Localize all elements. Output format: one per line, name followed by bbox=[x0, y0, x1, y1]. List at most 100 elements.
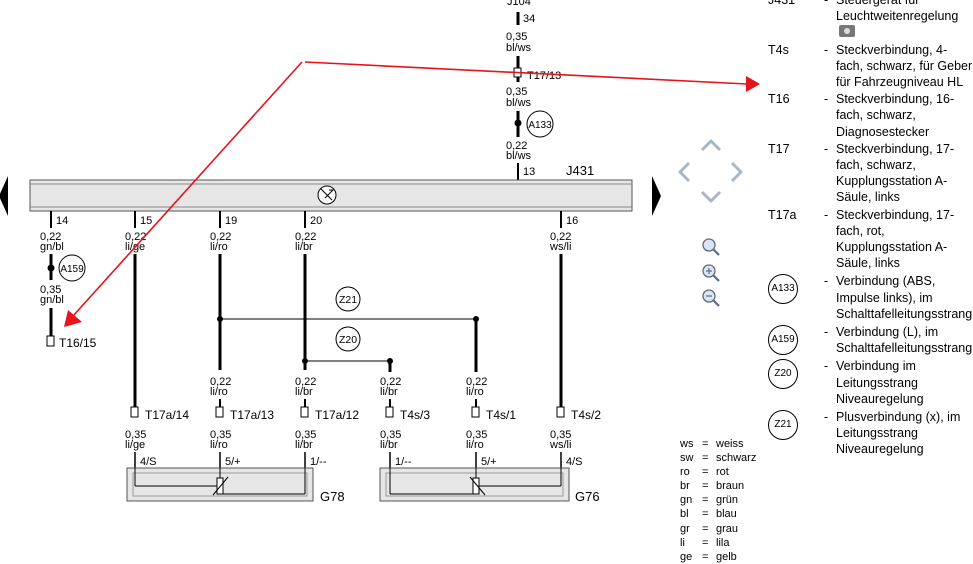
connector-label: T4s/1 bbox=[486, 408, 516, 422]
sensor-g76: G76 bbox=[379, 467, 600, 504]
pin-label: 20 bbox=[310, 215, 322, 227]
arrowhead-down-left-icon bbox=[64, 310, 82, 327]
wire-color: li/ro bbox=[210, 241, 228, 253]
page-prev-icon[interactable] bbox=[0, 176, 8, 216]
wire-size: 0,35 bbox=[506, 86, 527, 98]
wire-size: 0,35 bbox=[550, 429, 571, 441]
legend-item: T17a-Steckverbindung, 17-fach, rot, Kupp… bbox=[768, 207, 973, 272]
wire-color: li/ge bbox=[125, 439, 145, 451]
wire-color: li/ro bbox=[466, 439, 484, 451]
pan-left-icon[interactable] bbox=[678, 161, 691, 183]
top-wire: J104 34 0,35 bl/ws T17/13 0,35 bl/ws A13… bbox=[506, 0, 594, 180]
wire-color: li/ro bbox=[466, 386, 484, 398]
color-key-row: gr=grau bbox=[680, 522, 739, 535]
component-label-g78: G78 bbox=[320, 489, 345, 504]
wire-column-t4s-1: 0,22 li/ro T4s/1 0,35 li/ro 5/+ bbox=[466, 319, 516, 468]
wire-size: 0,35 bbox=[380, 429, 401, 441]
wire-column-t4s-3: 0,22 li/br T4s/3 0,35 li/br 1/-- bbox=[380, 358, 430, 468]
color-name: schwarz bbox=[716, 452, 757, 465]
color-key-row: bl=blau bbox=[680, 508, 737, 521]
zoom-in-icon[interactable] bbox=[702, 264, 720, 282]
wire-color: li/br bbox=[295, 439, 313, 451]
wire-size: 0,35 bbox=[506, 31, 527, 43]
legend-item: J431-Steuergerät für Leuchtweitenregelun… bbox=[768, 0, 973, 41]
wire-color: bl/ws bbox=[506, 150, 532, 162]
camera-icon[interactable] bbox=[839, 25, 855, 38]
legend-key-circle: Z20 bbox=[768, 358, 824, 407]
wire-color: li/br bbox=[380, 439, 398, 451]
transistor-icon bbox=[320, 188, 335, 201]
pin-label: 4/S bbox=[566, 456, 583, 468]
color-name: weiss bbox=[716, 438, 744, 450]
legend-description: Steckverbindung, 4-fach, schwarz, für Ge… bbox=[836, 42, 973, 90]
component-label-j104: J104 bbox=[507, 0, 531, 8]
color-name: blau bbox=[716, 508, 737, 521]
wire-size: 0,35 bbox=[466, 429, 487, 441]
wire-color: ws/li bbox=[549, 241, 571, 253]
component-label-j431: J431 bbox=[566, 163, 594, 178]
wire-size: 0,35 bbox=[125, 429, 146, 441]
color-name: rot bbox=[716, 466, 729, 479]
color-key-row: li=lila bbox=[680, 536, 730, 549]
legend-key-label: T17a bbox=[768, 207, 797, 222]
legend-key-circle: Z21 bbox=[768, 409, 824, 458]
wire-size: 0,35 bbox=[295, 429, 316, 441]
color-abbr: ws bbox=[680, 438, 694, 450]
connector-label: T17a/14 bbox=[145, 408, 189, 422]
annotation-arrows bbox=[64, 61, 760, 327]
wire-size: 0,22 bbox=[506, 140, 527, 152]
page-next-icon[interactable] bbox=[652, 176, 661, 216]
color-abbr: li bbox=[680, 536, 685, 549]
wire-size: 0,22 bbox=[295, 231, 316, 243]
legend-description: Verbindung im Leitungsstrang Niveauregel… bbox=[836, 359, 924, 406]
wire-color: li/br bbox=[295, 241, 313, 253]
pan-up-icon[interactable] bbox=[700, 139, 722, 152]
wire-size: 0,22 bbox=[40, 231, 61, 243]
legend-item: T16-Steckverbindung, 16-fach, schwarz, D… bbox=[768, 91, 973, 140]
wire-color: li/ro bbox=[210, 386, 228, 398]
legend-description: Steckverbindung, 17-fach, schwarz, Kuppl… bbox=[836, 141, 955, 205]
pin-label: 1/-- bbox=[395, 456, 412, 468]
sensor-g78: G78 bbox=[126, 467, 345, 504]
color-key-row: sw=schwarz bbox=[680, 452, 757, 465]
connector-label: T16/15 bbox=[59, 336, 97, 350]
color-abbr: ge bbox=[680, 550, 693, 563]
pin-label: 5/+ bbox=[481, 456, 497, 468]
legend-item: Z20-Verbindung im Leitungsstrang Niveaur… bbox=[768, 358, 973, 407]
wire-size: 0,22 bbox=[210, 231, 231, 243]
zoom-fit-icon[interactable] bbox=[702, 238, 720, 256]
component-label-g76: G76 bbox=[575, 489, 600, 504]
legend-item: A159-Verbindung (L), im Schalttafelleitu… bbox=[768, 324, 973, 356]
wire-color: bl/ws bbox=[506, 42, 532, 54]
connector-label: T4s/2 bbox=[571, 408, 601, 422]
wire-color: li/br bbox=[295, 386, 313, 398]
zoom-out-icon[interactable] bbox=[702, 289, 720, 307]
pin-label: 4/S bbox=[140, 456, 157, 468]
wire-size: 0,22 bbox=[295, 376, 316, 388]
pin-label: 1/-- bbox=[310, 456, 327, 468]
legend-key-label: T17 bbox=[768, 141, 790, 156]
legend-description: Plusverbindung (x), im Leitungsstrang Ni… bbox=[836, 410, 961, 457]
legend-key-circle: A159 bbox=[768, 324, 824, 356]
legend-description: Steckverbindung, 16-fach, schwarz, Diagn… bbox=[836, 92, 955, 139]
splice-label: A133 bbox=[528, 120, 552, 131]
color-abbr: br bbox=[680, 480, 690, 493]
color-name: braun bbox=[716, 480, 745, 493]
pin-label: 5/+ bbox=[225, 456, 241, 468]
color-key-row: ge=gelb bbox=[680, 550, 737, 563]
pan-down-icon[interactable] bbox=[700, 190, 722, 203]
legend-item: A133-Verbindung (ABS, Impulse links), im… bbox=[768, 273, 973, 322]
wire-size: 0,35 bbox=[40, 284, 61, 296]
wire-column-14: 14 0,22 gn/bl A159 0,35 gn/bl T16/15 bbox=[40, 211, 97, 350]
pin-label: 19 bbox=[225, 215, 237, 227]
splice-label: A159 bbox=[60, 264, 84, 275]
wire-color: gn/bl bbox=[40, 294, 64, 306]
color-key-row: br=braun bbox=[680, 480, 745, 493]
legend-key-label: T16 bbox=[768, 92, 790, 107]
pan-right-icon[interactable] bbox=[730, 161, 743, 183]
connector-label: T17a/13 bbox=[230, 408, 274, 422]
legend-description: Verbindung (L), im Schalttafelleitungsst… bbox=[836, 325, 973, 356]
wire-size: 0,22 bbox=[550, 231, 571, 243]
wire-color: li/br bbox=[380, 386, 398, 398]
